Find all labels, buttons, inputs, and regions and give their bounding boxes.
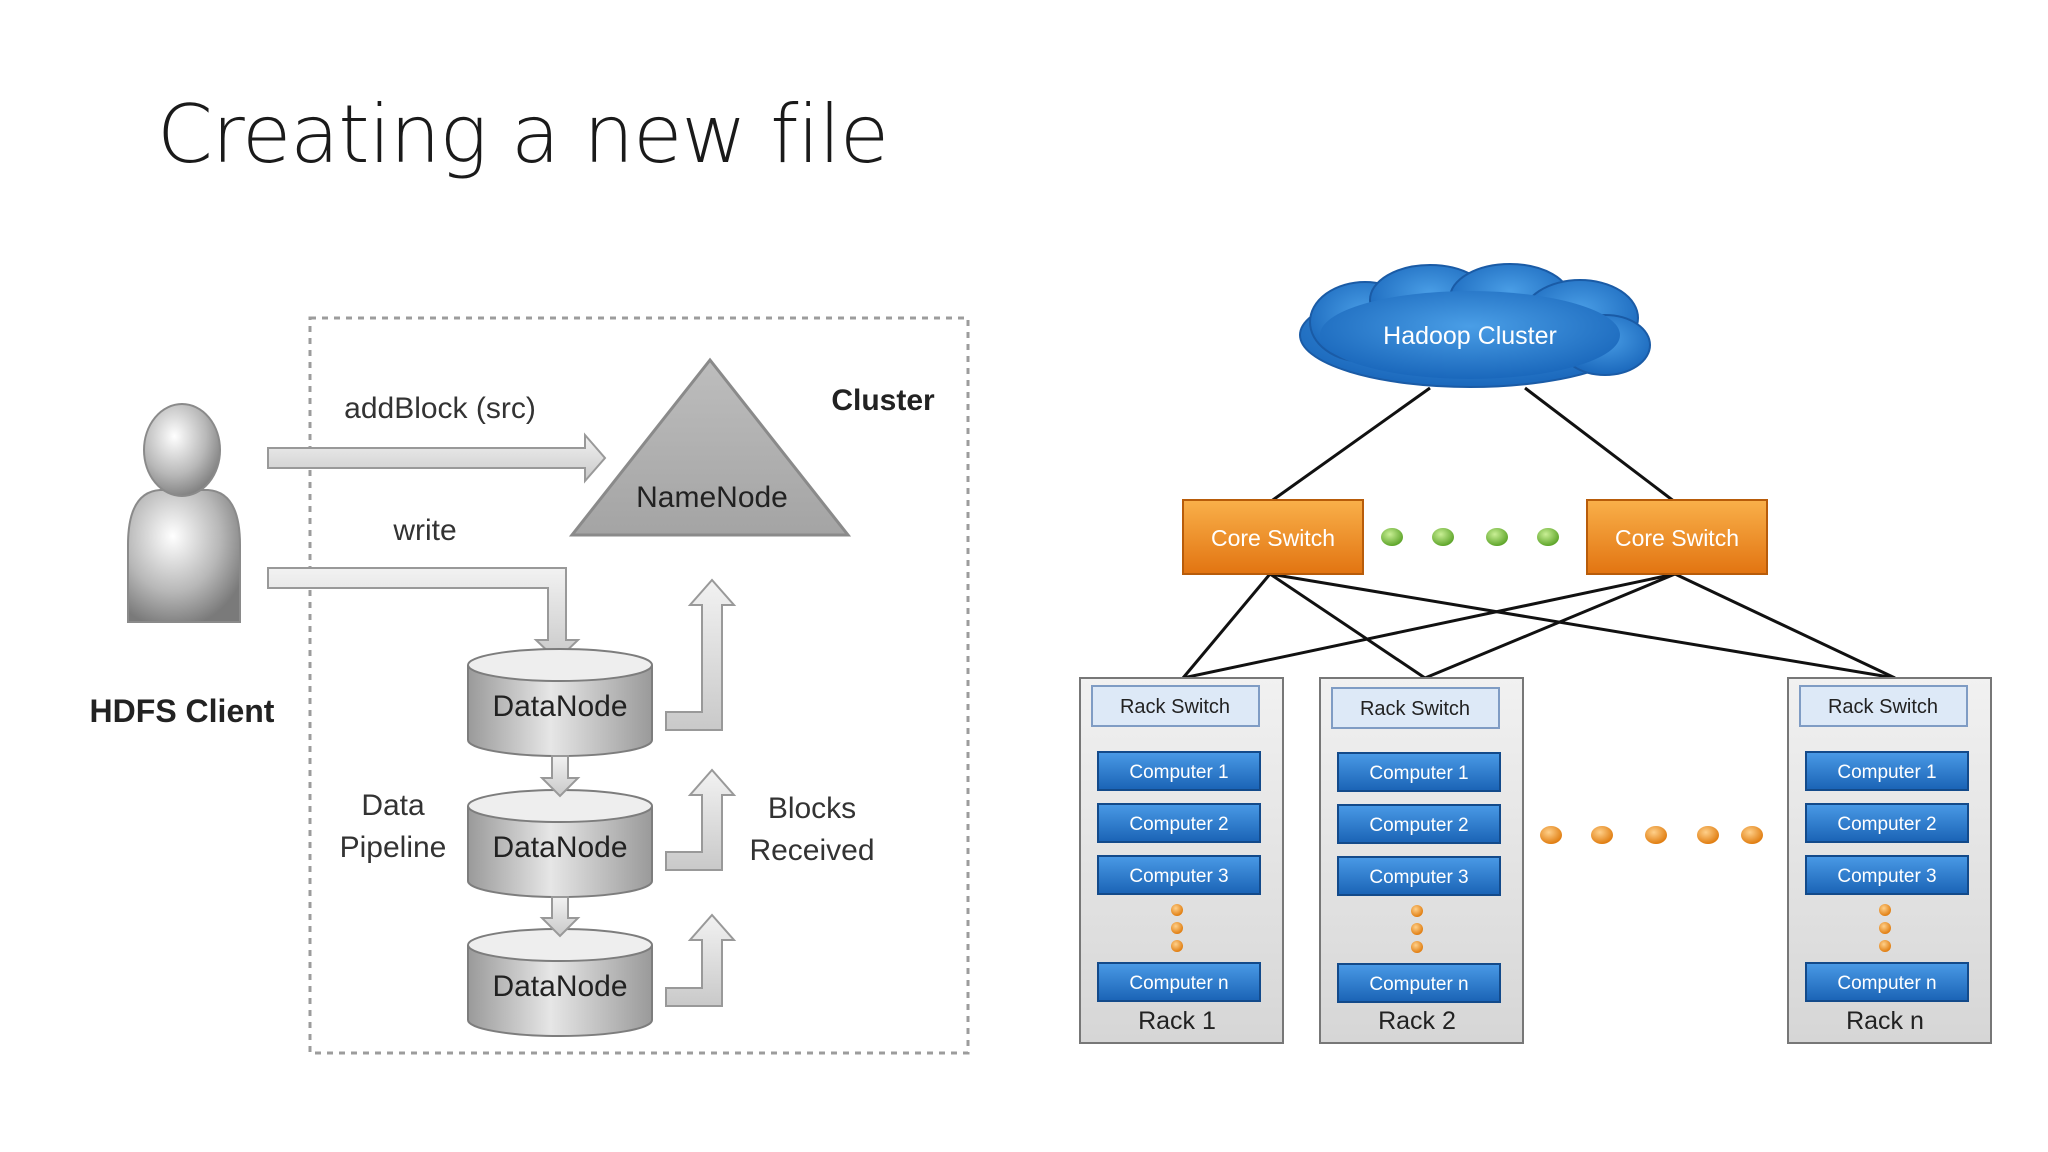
computer-label: Computer 3 [1129,866,1228,887]
datanode-label: DataNode [492,690,627,723]
network-links [1181,386,1896,680]
computer-box [1337,752,1501,792]
write-arrow [267,567,581,662]
rack-switch-label: Rack Switch [1360,698,1470,720]
pipeline-label-line1: Data [361,789,425,822]
orange-dot [1171,922,1183,934]
rack-2: Rack Switch Computer 1 Computer 2 Comput… [1319,677,1524,1044]
computer-label: Computer 2 [1837,814,1936,835]
computer-box [1805,855,1969,895]
orange-dot [1879,940,1891,952]
computer-box [1097,855,1261,895]
core-switch-label: Core Switch [1211,525,1335,551]
person-icon [127,403,241,623]
rack-n: Rack Switch Computer 1 Computer 2 Comput… [1787,677,1992,1044]
core-switch-2: Core Switch [1586,499,1768,575]
orange-dot [1591,826,1613,844]
computer-box [1097,751,1261,791]
orange-dot [1411,941,1423,953]
computer-label: Computer 1 [1837,762,1936,783]
green-dot [1537,528,1559,546]
computer-label: Computer n [1369,974,1468,995]
core-switch-1: Core Switch [1182,499,1364,575]
rack-switch [1091,685,1260,727]
computer-box [1097,803,1261,843]
rack-label: Rack n [1846,1007,1924,1035]
computer-label: Computer n [1837,973,1936,994]
blocks-label-line1: Blocks [768,792,856,825]
computer-box [1337,804,1501,844]
rack-switch [1799,685,1968,727]
cloud-label: Hadoop Cluster [1383,322,1557,350]
datanode-1: DataNode [467,648,653,757]
datanode-label: DataNode [492,970,627,1003]
namenode-triangle [568,357,852,537]
rack-ellipsis [1540,826,1763,844]
computer-box [1097,962,1261,1002]
add-block-arrow [267,432,607,484]
write-label: write [392,514,456,547]
orange-dot [1741,826,1763,844]
cluster-label: Cluster [831,384,935,417]
green-dot [1381,528,1403,546]
computer-label: Computer 1 [1129,762,1228,783]
core-switch-label: Core Switch [1615,525,1739,551]
green-dot [1486,528,1508,546]
computer-box [1805,962,1969,1002]
pipeline-label-line2: Pipeline [340,831,447,864]
pipeline-arrow [539,896,581,938]
core-switch-ellipsis [1381,528,1559,546]
orange-dot [1171,904,1183,916]
orange-dot [1411,923,1423,935]
orange-dot [1697,826,1719,844]
orange-dot [1411,905,1423,917]
rack-label: Rack 2 [1378,1007,1456,1035]
green-dot [1432,528,1454,546]
rack-switch [1331,687,1500,729]
datanode-2: DataNode [467,789,653,898]
orange-dot [1645,826,1667,844]
computer-label: Computer 3 [1369,867,1468,888]
computer-label: Computer 1 [1369,763,1468,784]
add-block-label: addBlock (src) [344,392,536,425]
rack-1: Rack Switch Computer 1 Computer 2 Comput… [1079,677,1284,1044]
slide-title: Creating a new file [157,88,889,181]
orange-dot [1879,922,1891,934]
computer-label: Computer 2 [1369,815,1468,836]
datanode-3: DataNode [467,928,653,1037]
ack-arrow [665,578,737,731]
computer-box [1805,803,1969,843]
orange-dot [1879,904,1891,916]
rack-label: Rack 1 [1138,1007,1216,1035]
rack-switch-label: Rack Switch [1828,696,1938,718]
cluster-boundary [308,316,970,1055]
ack-arrow [665,913,737,1007]
computer-box [1337,856,1501,896]
computer-box [1337,963,1501,1003]
cluster-topology-diagram: Hadoop Cluster Core Switch Core Switch R… [1079,263,1992,1044]
pipeline-arrow [539,755,581,798]
rack-switch-label: Rack Switch [1120,696,1230,718]
namenode-label: NameNode [636,481,788,514]
hdfs-client-label: HDFS Client [90,693,275,729]
orange-dot [1171,940,1183,952]
computer-label: Computer 3 [1837,866,1936,887]
datanode-label: DataNode [492,831,627,864]
blocks-label-line2: Received [749,834,874,867]
hdfs-write-diagram: HDFS Client addBlock (src) write NameNod… [90,316,970,1055]
computer-label: Computer 2 [1129,814,1228,835]
computer-box [1805,751,1969,791]
orange-dot [1540,826,1562,844]
computer-label: Computer n [1129,973,1228,994]
ack-arrow [665,768,737,871]
cloud-icon [1299,263,1651,388]
